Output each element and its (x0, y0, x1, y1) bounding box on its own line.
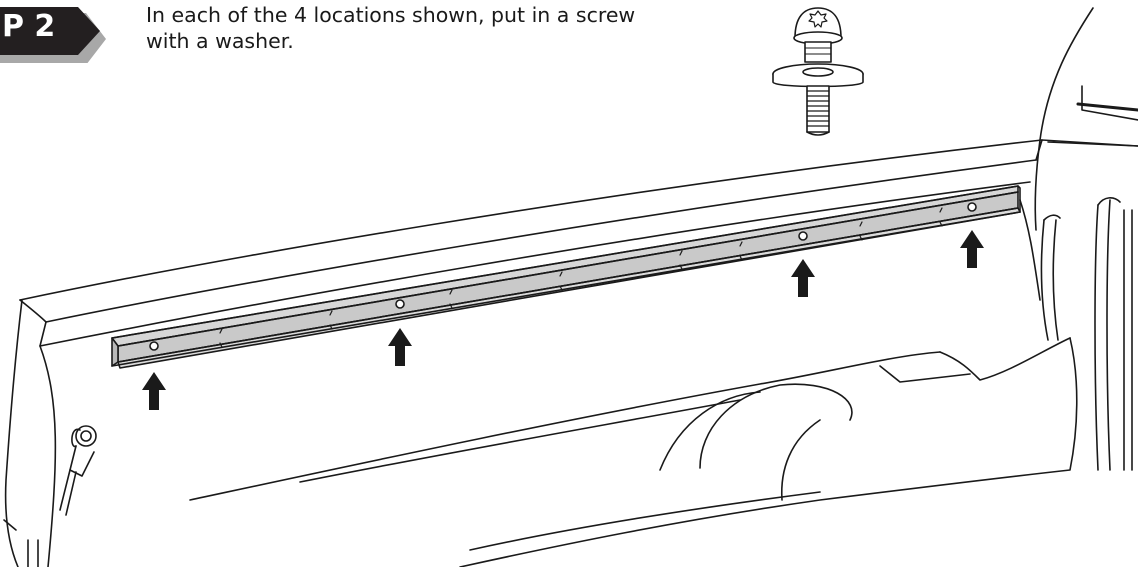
bed-rail-cap (19, 139, 1138, 347)
instruction-text: In each of the 4 locations shown, put in… (146, 2, 686, 54)
rail-hole-1 (149, 341, 159, 351)
truck-cab-outline (1034, 7, 1138, 231)
bed-front-wall (1019, 197, 1133, 471)
side-rail (111, 185, 1021, 369)
step-badge (0, 7, 106, 63)
rail-hole-4 (967, 202, 977, 212)
rail-hole-2 (395, 299, 405, 309)
screw-location-arrows (142, 230, 984, 410)
step-badge-arrow (0, 7, 100, 55)
arrow-up-icon (142, 372, 166, 410)
arrow-up-icon (960, 230, 984, 268)
screw-with-washer-icon (772, 7, 864, 136)
arrow-up-icon (388, 328, 412, 366)
tailgate-latch-icon (59, 425, 97, 516)
arrow-up-icon (791, 259, 815, 297)
truck-bed-inner-wall (3, 299, 1078, 567)
instruction-line-2: with a washer. (146, 29, 294, 53)
instruction-line-1: In each of the 4 locations shown, put in… (146, 3, 636, 27)
rail-hole-3 (798, 231, 808, 241)
step-number: P 2 (2, 9, 56, 44)
